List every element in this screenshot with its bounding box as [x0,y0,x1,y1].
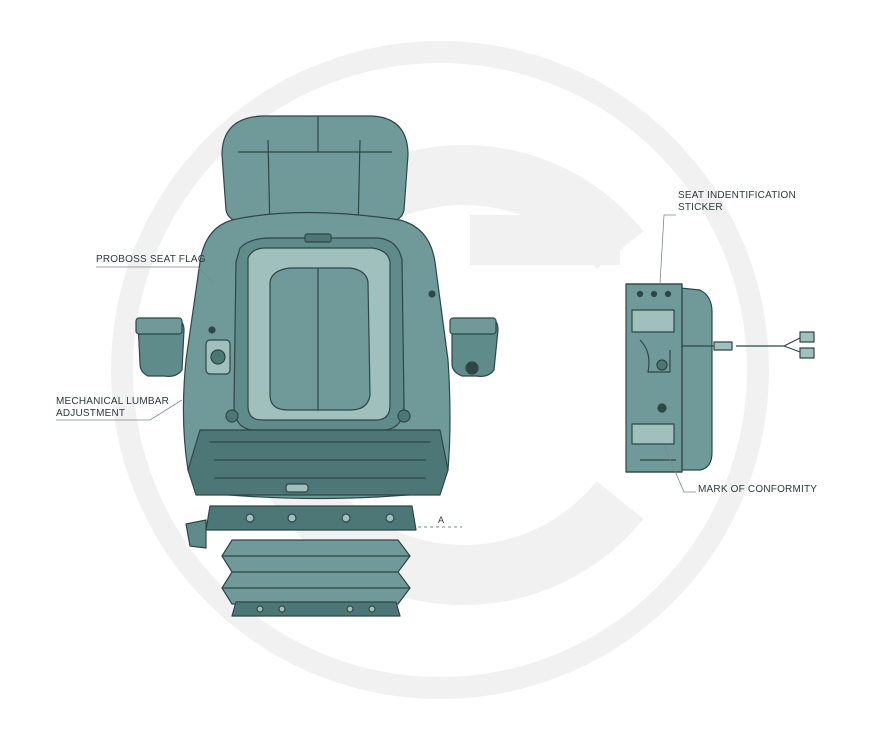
seat-front-view [135,115,499,617]
connector-bottom [799,347,815,359]
label-mechanical-lumbar-line1: MECHANICAL LUMBAR [56,396,170,407]
back-cushion [269,267,371,411]
seat-side-view [625,283,815,473]
leader-sticker [659,214,676,285]
label-seat-identification-line1: SEAT INDENTIFICATION [678,190,796,201]
label-proboss-seat-flag: PROBOSS SEAT FLAG [96,254,206,265]
headrest [221,115,409,223]
label-mechanical-lumbar-line2: ADJUSTMENT [56,408,126,419]
leader-conformity [663,445,696,493]
leader-lines [56,214,696,493]
leader-seat-flag [96,266,213,283]
label-dimension-a: A [438,515,445,525]
label-mark-of-conformity: MARK OF CONFORMITY [698,484,818,495]
connector-top [799,331,815,343]
label-seat-identification-line2: STICKER [678,202,723,213]
leader-lumbar [56,399,183,421]
